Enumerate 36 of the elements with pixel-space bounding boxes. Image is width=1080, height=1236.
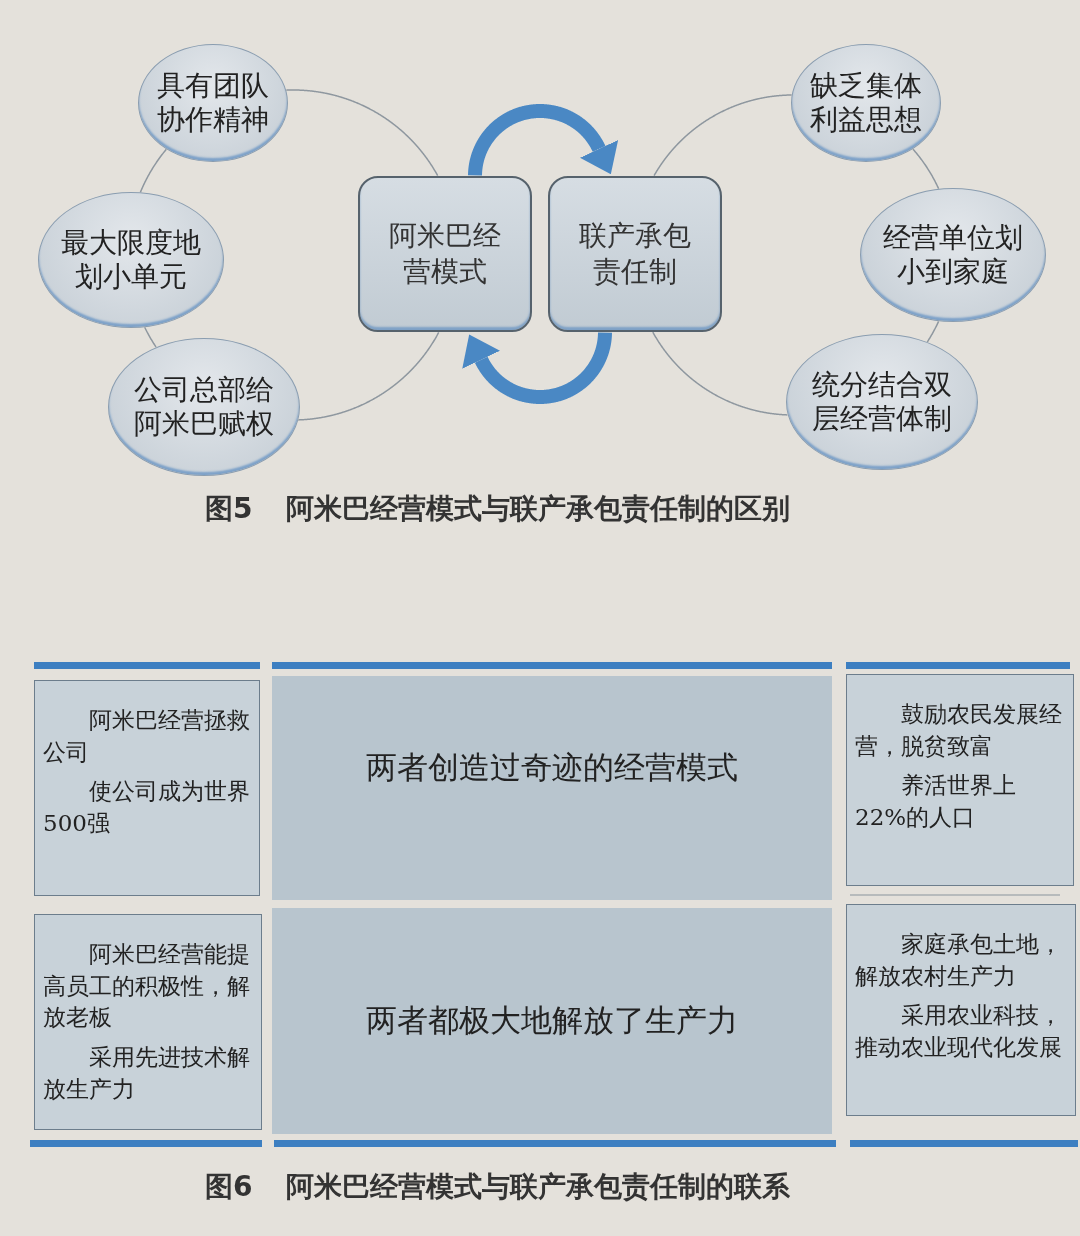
paragraph-text: 采用农业科技，推动农业现代化发展 — [855, 1001, 1063, 1063]
shaded-panel — [272, 676, 832, 900]
figure-caption: 图6 阿米巴经营模式与联产承包责任制的联系 — [205, 1169, 791, 1205]
connector-arc — [297, 331, 440, 421]
connector-arc — [912, 148, 940, 190]
text-box — [846, 674, 1074, 886]
node-text: 统分结合双层经营体制 — [812, 367, 952, 437]
connector-arc — [652, 331, 789, 416]
paragraph-text: 采用先进技术解放生产力 — [43, 1043, 251, 1104]
node-text: 联产承包责任制 — [579, 217, 691, 290]
node-text: 阿米巴经营模式 — [389, 217, 501, 290]
connector-arc — [139, 148, 168, 194]
figure-caption: 图5 阿米巴经营模式与联产承包责任制的区别 — [205, 491, 791, 527]
paragraph-text: 养活世界上22%的人口 — [855, 771, 1017, 833]
paragraph-text: 家庭承包土地，解放农村生产力 — [855, 930, 1063, 991]
node-text: 两者创造过奇迹的经营模式 — [366, 748, 738, 787]
rounded-box — [358, 176, 532, 332]
rounded-box — [548, 176, 722, 332]
connector-arc — [653, 94, 793, 177]
node-text: 具有团队协作精神 — [157, 68, 269, 138]
text-box — [34, 680, 260, 896]
node-text: 公司总部给阿米巴赋权 — [134, 372, 274, 442]
paragraph-text: 使公司成为世界500强 — [43, 777, 251, 839]
node-text: 最大限度地划小单元 — [61, 225, 201, 295]
connector-arc — [285, 89, 439, 177]
connector-arc — [926, 320, 940, 343]
node-text: 缺乏集体利益思想 — [810, 68, 922, 138]
connector-arc — [143, 326, 157, 348]
text-box — [846, 904, 1076, 1116]
paragraph-text: 鼓励农民发展经营，脱贫致富 — [855, 700, 1063, 761]
text-box — [34, 914, 262, 1130]
paragraph-text: 阿米巴经营拯救公司 — [43, 706, 251, 767]
shaded-panel — [272, 908, 832, 1134]
paragraph-text: 阿米巴经营能提高员工的积极性，解放老板 — [43, 940, 251, 1033]
node-text: 经营单位划小到家庭 — [883, 220, 1023, 290]
node-text: 两者都极大地解放了生产力 — [366, 1001, 738, 1040]
